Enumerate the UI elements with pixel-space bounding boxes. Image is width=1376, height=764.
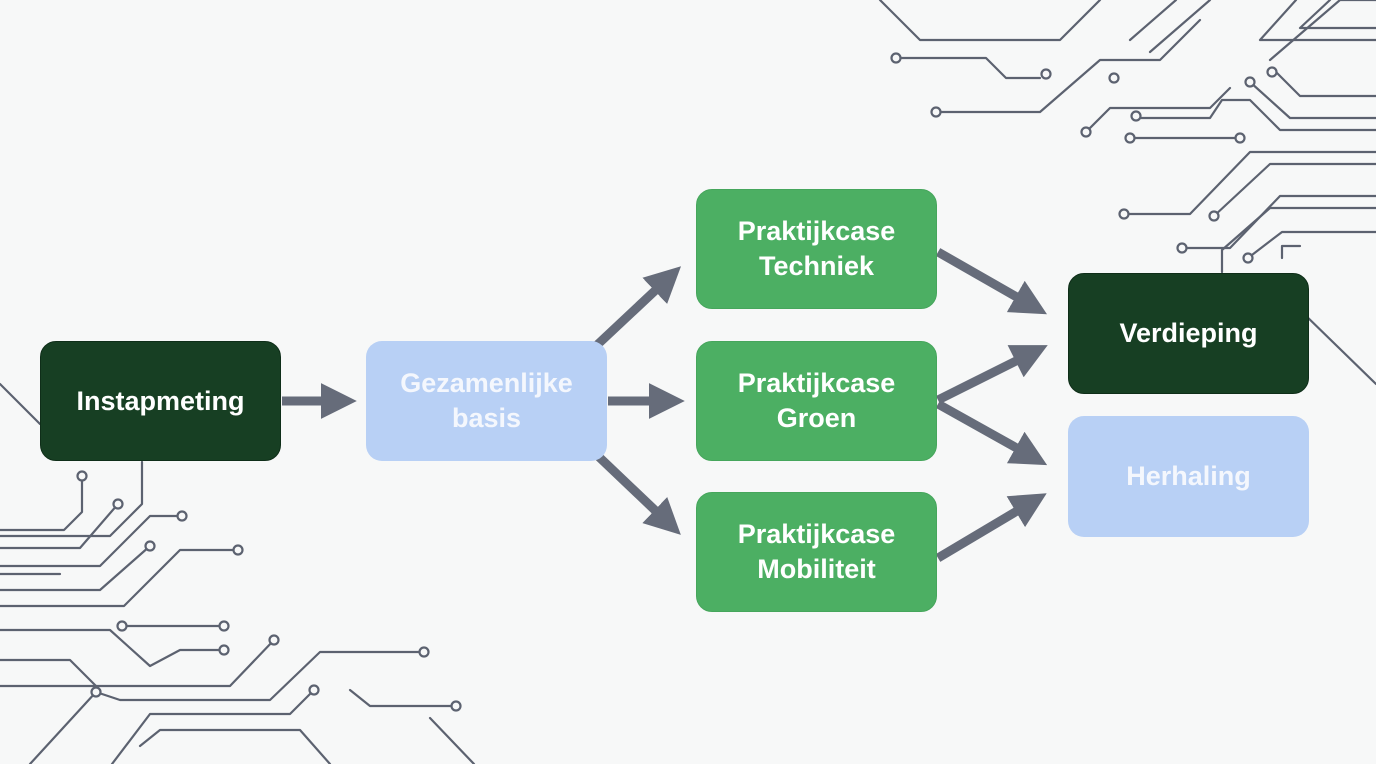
arrow-groen-to-verdieping: [935, 345, 1048, 405]
circuit-bottom-left: [0, 382, 476, 764]
node-gezamenlijke-basis: Gezamenlijke basis: [366, 341, 607, 461]
arrow-groen-to-herhaling: [935, 400, 1048, 466]
node-gezamenlijke-basis-label: Gezamenlijke basis: [400, 368, 573, 433]
node-praktijkcase-mobiliteit: Praktijkcase Mobiliteit: [696, 492, 937, 612]
arrow-mobiliteit-to-herhaling: [935, 493, 1047, 562]
node-praktijkcase-groen: Praktijkcase Groen: [696, 341, 937, 461]
arrow-techniek-to-verdieping: [935, 248, 1048, 315]
node-instapmeting: Instapmeting: [40, 341, 281, 461]
node-verdieping-label: Verdieping: [1119, 318, 1258, 348]
node-herhaling: Herhaling: [1068, 416, 1309, 537]
circuit-pads-bottom-left: [76, 470, 462, 712]
node-instapmeting-label: Instapmeting: [76, 385, 245, 416]
node-praktijkcase-mobiliteit-label: Praktijkcase Mobiliteit: [737, 519, 896, 584]
arrow-basis-to-mobiliteit: [594, 452, 681, 535]
node-praktijkcase-techniek: Praktijkcase Techniek: [696, 189, 937, 309]
arrow-basis-to-techniek: [592, 266, 682, 350]
node-verdieping: Verdieping: [1068, 273, 1309, 394]
node-praktijkcase-groen-label: Praktijkcase Groen: [737, 368, 896, 433]
circuit-pads-top-right: [890, 52, 1278, 264]
node-herhaling-label: Herhaling: [1126, 461, 1251, 491]
node-praktijkcase-techniek-label: Praktijkcase Techniek: [737, 216, 896, 281]
circuit-top-right: [878, 0, 1376, 386]
